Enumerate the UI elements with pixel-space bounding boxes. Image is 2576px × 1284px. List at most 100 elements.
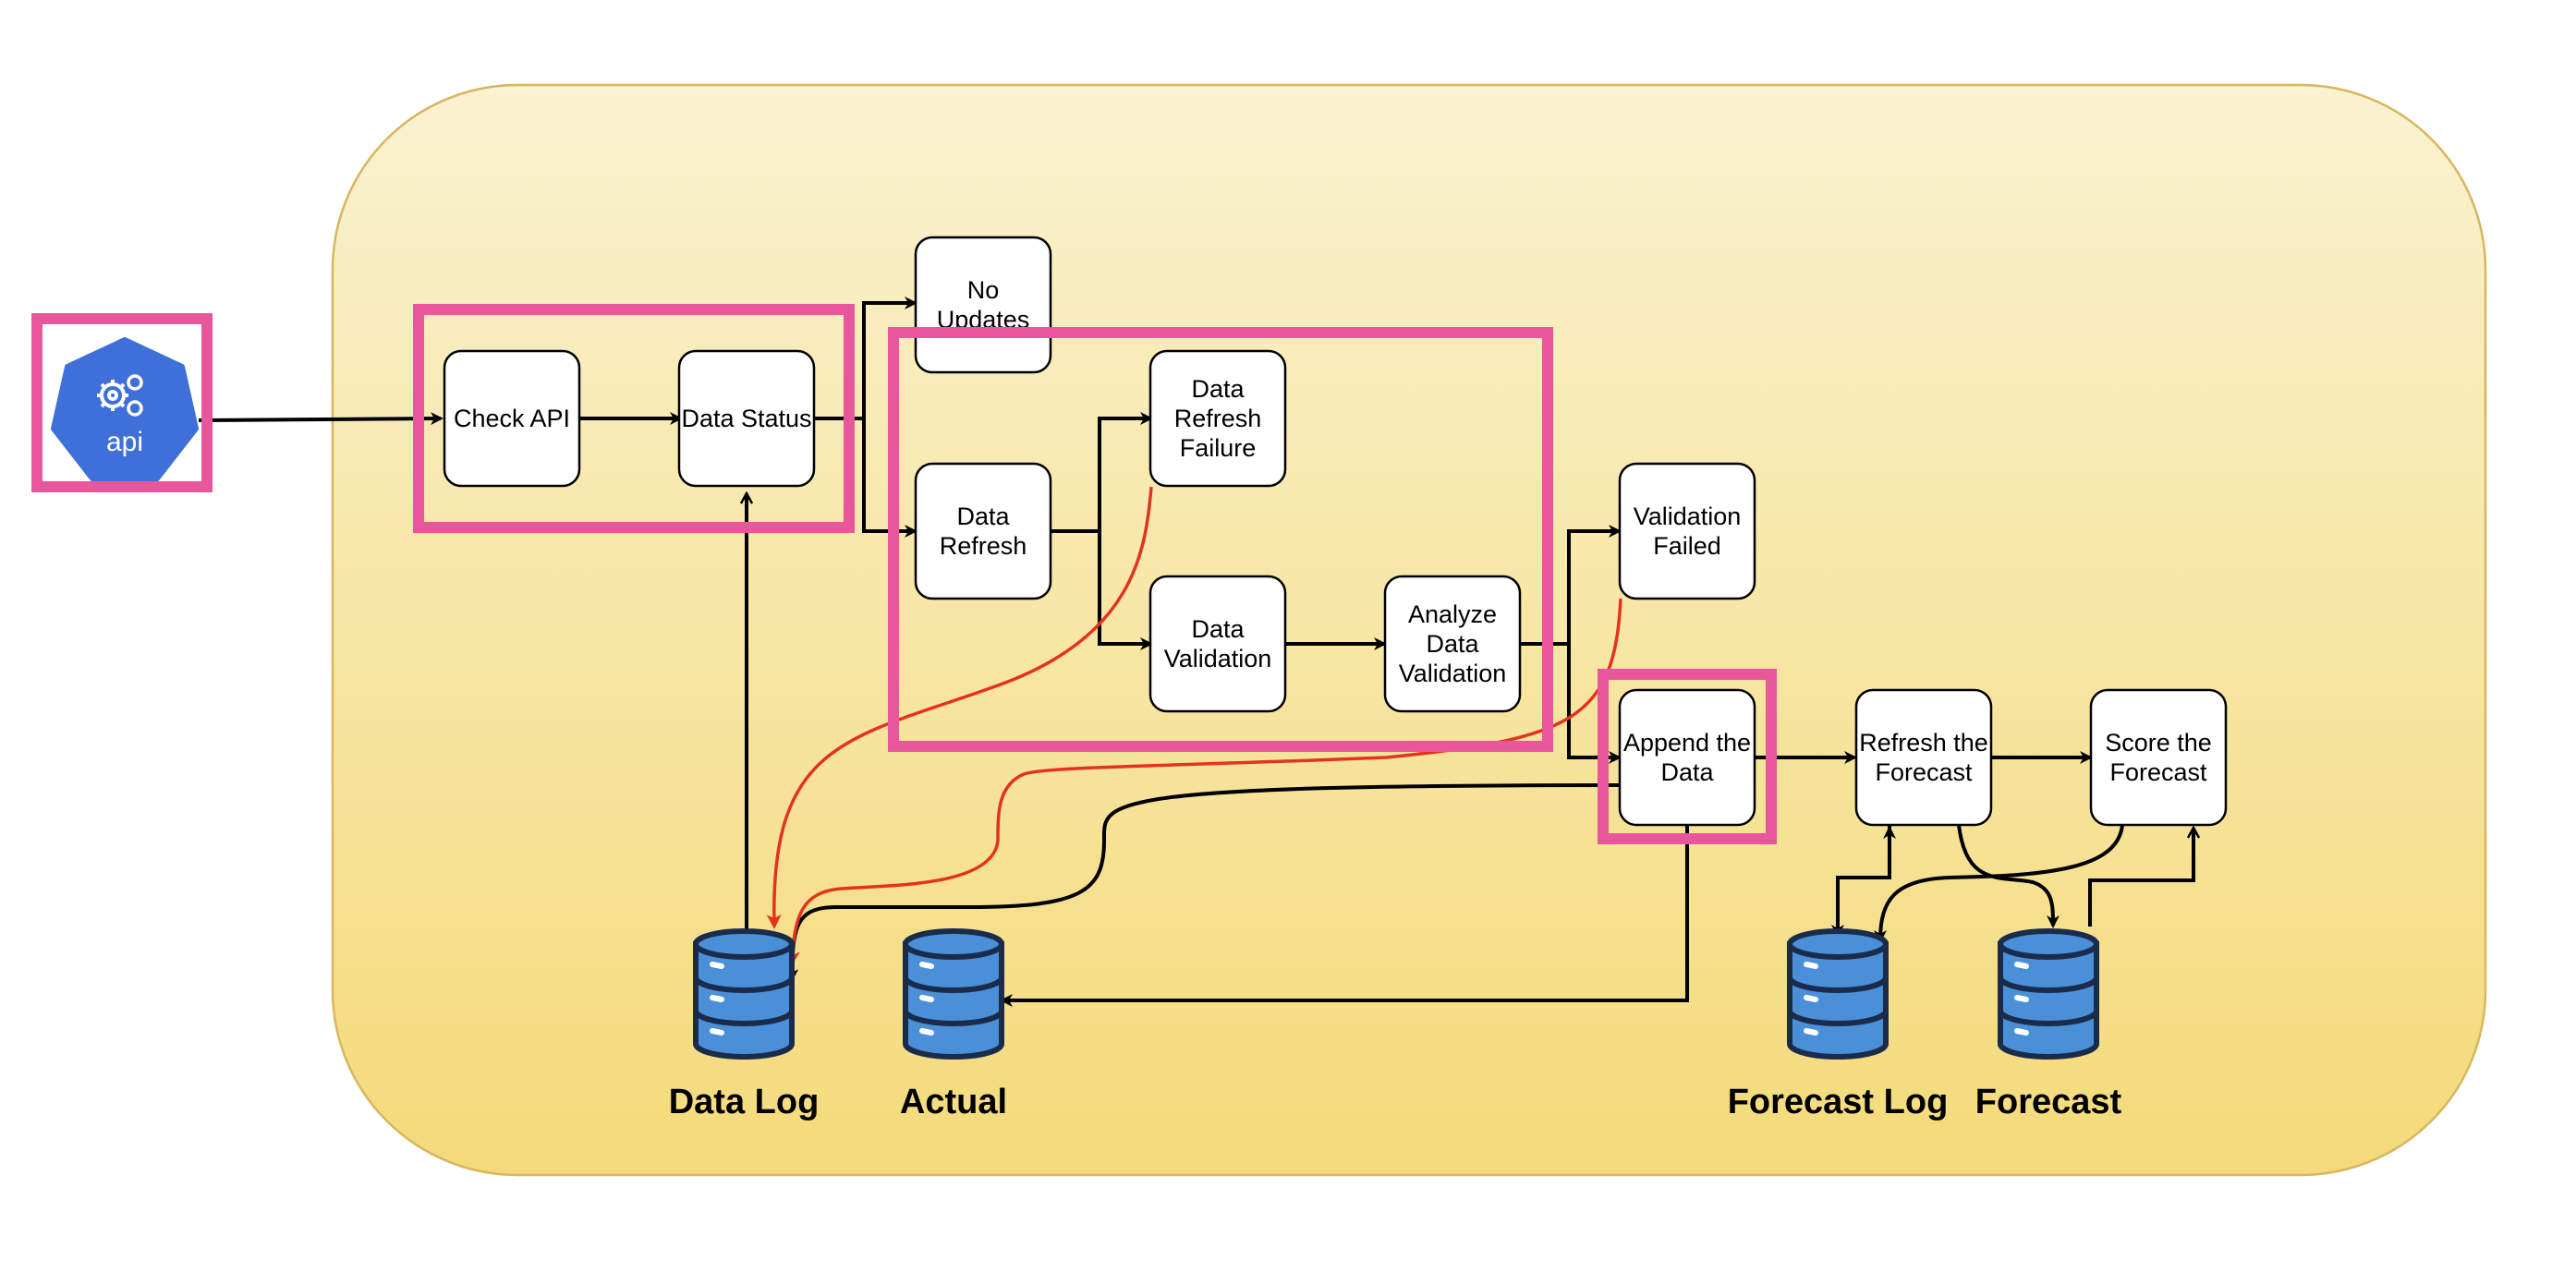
node-label-line: Failure — [1180, 434, 1257, 462]
db-layer-line — [903, 1010, 1004, 1026]
db-body — [693, 941, 795, 1060]
failure-connectors — [766, 486, 1622, 966]
api-heptagon-icon — [51, 337, 199, 481]
db-body — [1998, 941, 2099, 1060]
db-highlight — [2014, 962, 2029, 969]
db-highlight — [919, 1028, 934, 1036]
node-label-line: Failed — [1653, 532, 1721, 560]
node-box — [2089, 688, 2228, 827]
node-label-line: Data Status — [681, 405, 811, 432]
node-label-line: Validation — [1164, 645, 1272, 672]
node-label-line: Data — [956, 503, 1010, 530]
node-box — [443, 349, 581, 488]
db-highlight — [2014, 1028, 2029, 1036]
node-box — [914, 462, 1052, 600]
database-forecast[interactable]: Forecast — [1975, 928, 2122, 1121]
highlight-boxes — [31, 304, 1777, 844]
node-box — [1618, 688, 1756, 827]
node-box — [1618, 462, 1756, 600]
db-highlight — [710, 962, 724, 969]
db-highlight — [1804, 1028, 1818, 1036]
db-top — [903, 928, 1004, 960]
node-label-line: Data — [1191, 375, 1245, 403]
highlight-check-status — [413, 304, 855, 533]
node-check-api[interactable]: Check API — [443, 349, 581, 488]
db-body — [1787, 941, 1889, 1060]
node-label-line: Refresh — [1174, 405, 1262, 432]
api-label: api — [106, 427, 143, 457]
node-label-line: Check API — [454, 405, 570, 432]
highlight-refresh-validation — [888, 327, 1553, 752]
edge-score-to-forecast-log — [1874, 824, 2124, 943]
node-label-line: Data — [1426, 630, 1479, 658]
node-label-line: Validation — [1399, 660, 1507, 687]
database-data-log[interactable]: Data Log — [669, 928, 820, 1121]
highlight-append — [1598, 669, 1777, 844]
db-highlight — [710, 1028, 724, 1036]
gear-icon — [97, 380, 128, 411]
db-layer-line — [693, 1010, 795, 1026]
node-label-line: Score the — [2105, 729, 2212, 757]
edge-refresh-split — [1051, 412, 1153, 533]
node-label-line: Validation — [1634, 503, 1742, 530]
db-layer-line — [1998, 1010, 2099, 1026]
edge-api-to-check-api — [198, 412, 444, 426]
node-label-line: Append the — [1623, 729, 1751, 757]
edge-refresh-to-validation — [1098, 531, 1153, 650]
db-label: Forecast Log — [1728, 1083, 1949, 1121]
database-actual[interactable]: Actual — [900, 928, 1007, 1121]
node-box — [1148, 349, 1287, 488]
db-label: Forecast — [1975, 1083, 2122, 1121]
db-highlight — [2014, 995, 2029, 1002]
node-box — [1854, 688, 1993, 827]
db-highlight — [919, 962, 934, 969]
edge-data-status-branch — [814, 297, 917, 420]
node-label-line: Forecast — [1875, 758, 1973, 786]
edge-refresh-failure-to-data-log — [766, 486, 1153, 929]
db-label: Actual — [900, 1083, 1007, 1121]
db-label: Data Log — [669, 1083, 820, 1121]
db-layer-line — [693, 976, 795, 993]
db-highlight — [710, 995, 724, 1002]
api-icon[interactable]: api — [51, 337, 199, 481]
node-label-line: Analyze — [1408, 600, 1497, 628]
node-box — [1383, 575, 1522, 713]
db-top — [693, 928, 795, 960]
db-highlight — [919, 995, 934, 1002]
edge-append-to-actual — [1000, 825, 1689, 1007]
edge-validation-failed-to-data-log — [784, 598, 1622, 966]
edge-append-to-data-log — [785, 783, 1620, 982]
db-highlight — [1804, 962, 1818, 969]
node-label-line: Refresh the — [1859, 729, 1988, 757]
highlight-api — [31, 313, 213, 492]
node-label-line: Data — [1660, 758, 1714, 786]
db-layer-line — [1787, 976, 1889, 993]
node-label-line: Refresh — [940, 532, 1027, 560]
db-top — [1787, 928, 1889, 960]
node-data-status[interactable]: Data Status — [677, 349, 816, 488]
db-highlight — [1804, 995, 1818, 1002]
node-box — [1148, 575, 1287, 713]
edge-refresh-to-forecast — [1957, 824, 2060, 928]
node-label-line: Data — [1191, 615, 1245, 643]
db-layer-line — [1787, 1010, 1889, 1026]
db-body — [903, 941, 1004, 1060]
node-label-line: No — [967, 276, 1000, 304]
database-forecast-log[interactable]: Forecast Log — [1728, 928, 1949, 1121]
gear-small-icon — [127, 374, 143, 417]
db-top — [1998, 928, 2099, 960]
node-box — [914, 236, 1052, 374]
db-layer-line — [1998, 976, 2099, 993]
node-label-line: Forecast — [2109, 758, 2207, 786]
node-box — [677, 349, 816, 488]
